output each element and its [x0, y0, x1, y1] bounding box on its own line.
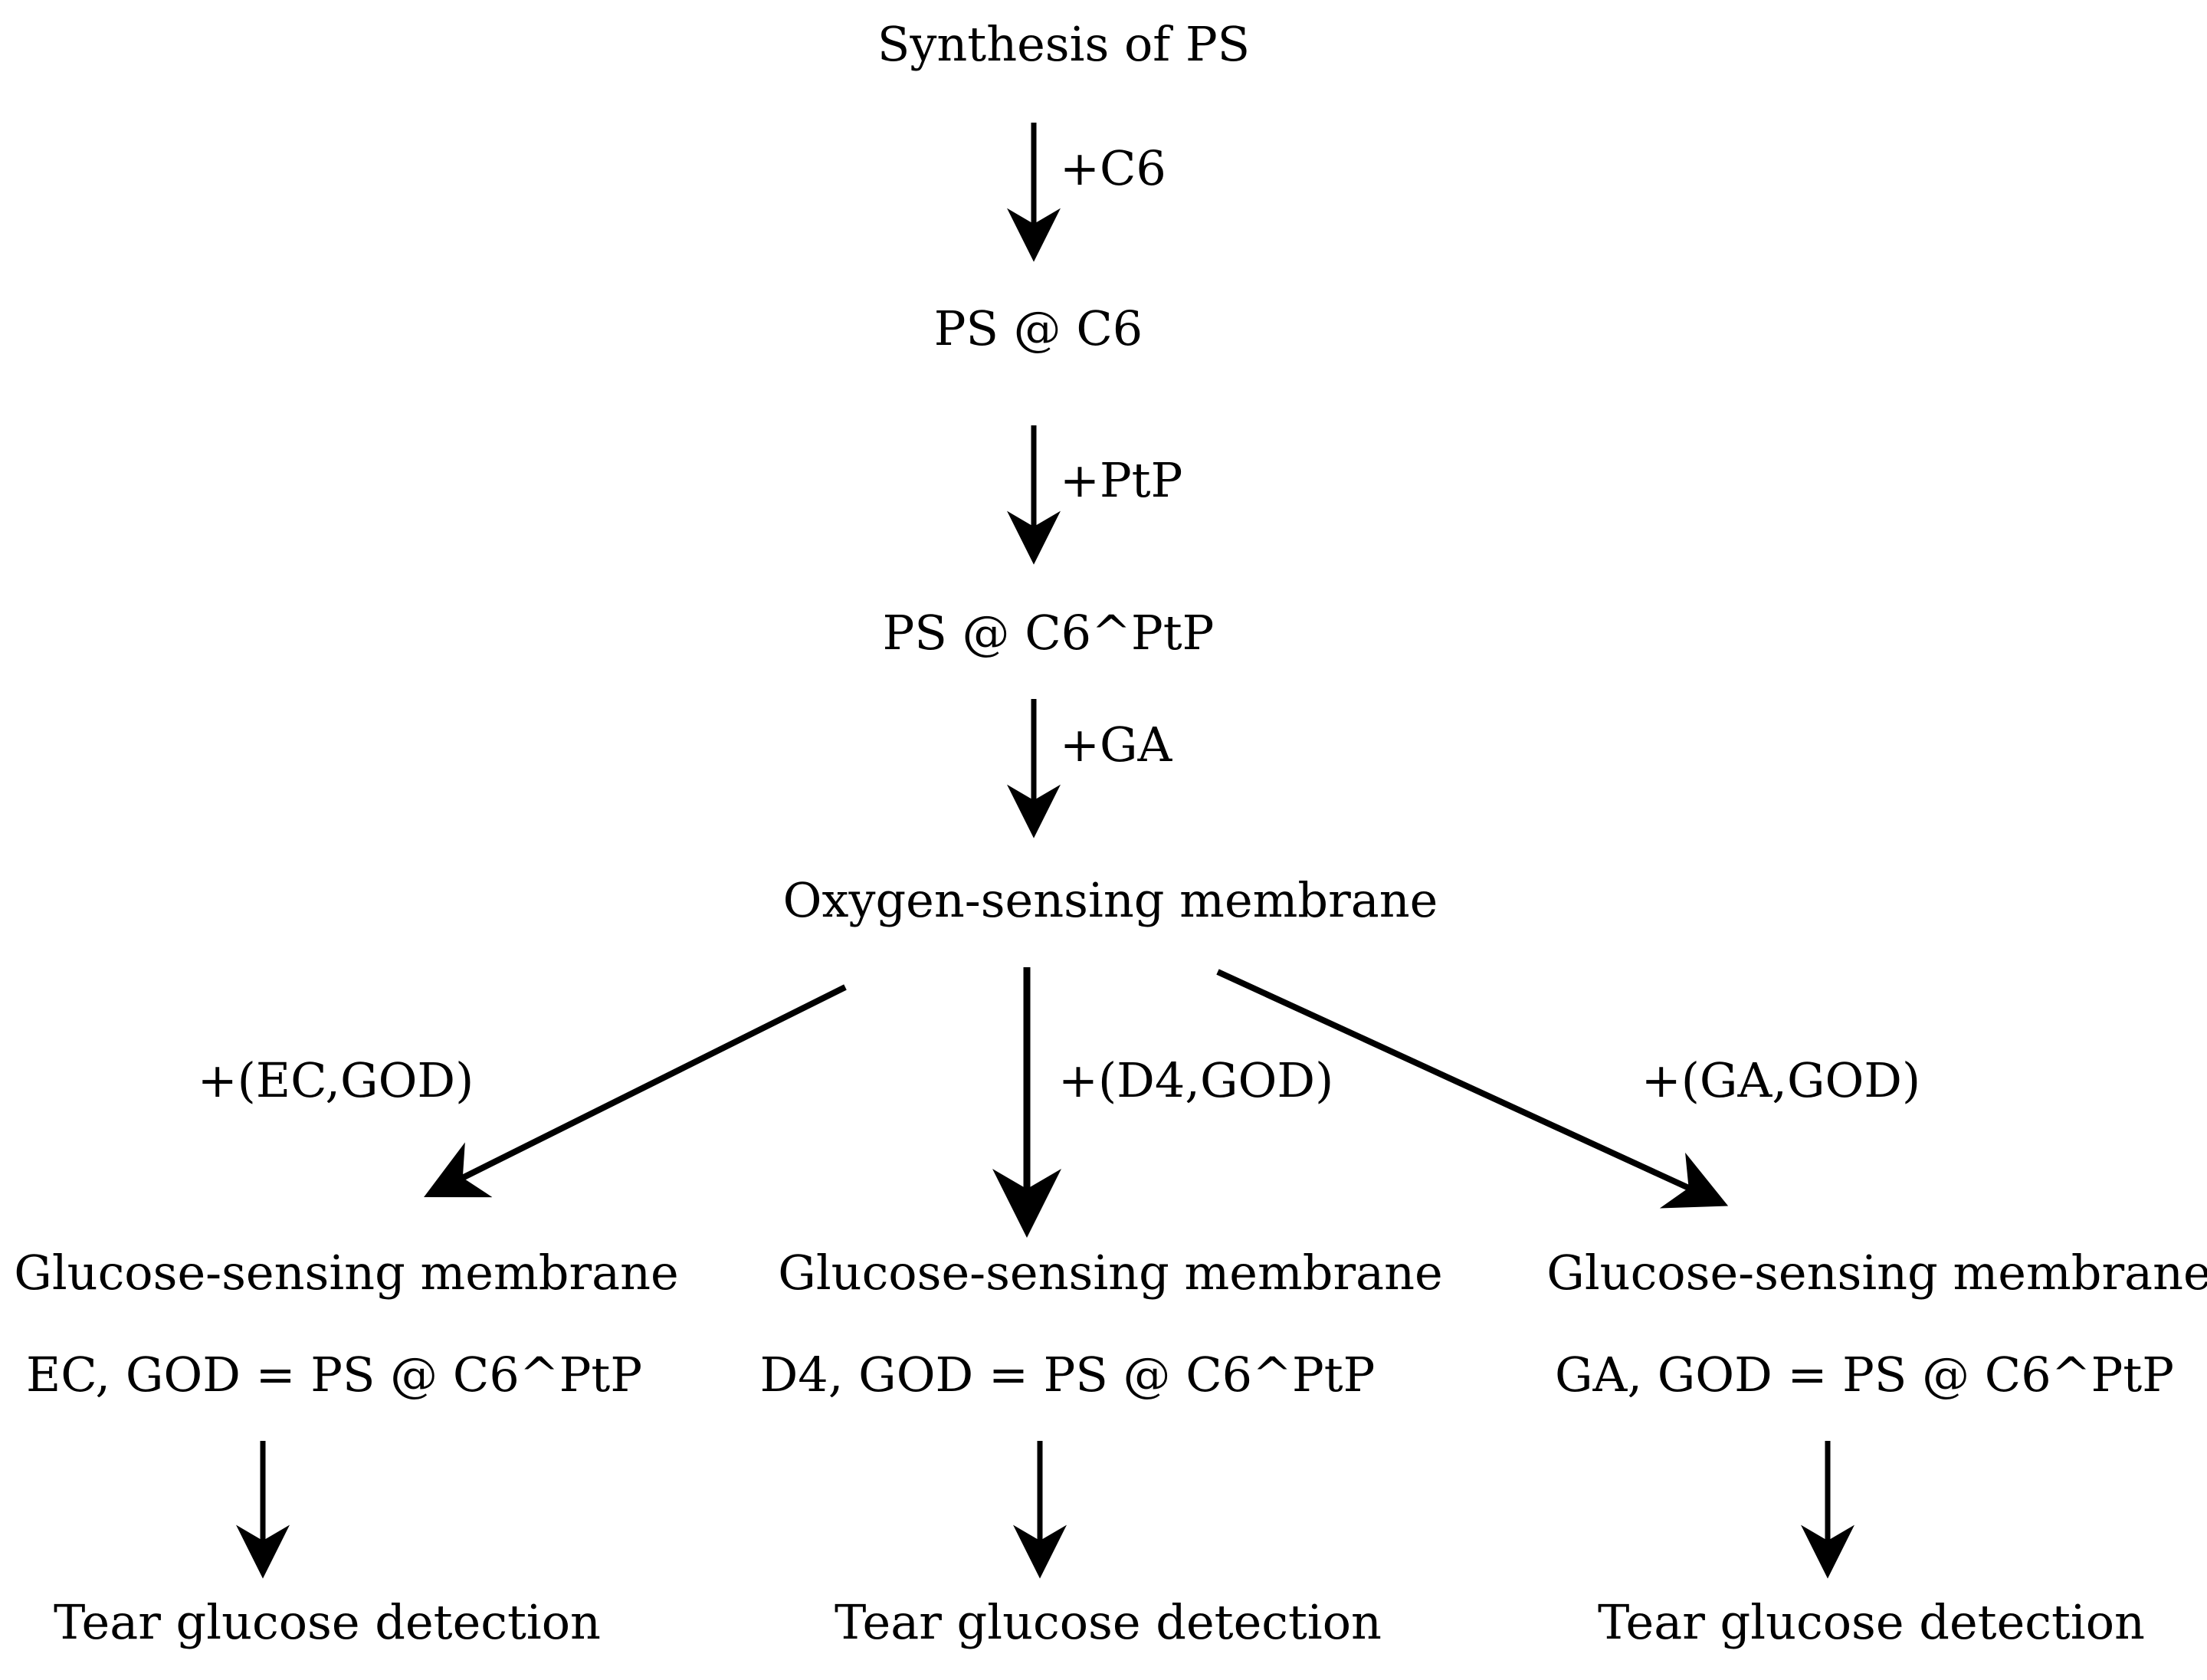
- right-tear-glucose-detection: Tear glucose detection: [1598, 1594, 2145, 1650]
- ec-god-arrow-label: +(EC,GOD): [197, 1052, 474, 1108]
- arrow-oxygen-to-left-membrane: [424, 984, 847, 1198]
- arrow-oxygen-to-right-membrane: [1216, 969, 1729, 1209]
- left-glucose-sensing-membrane: Glucose-sensing membrane: [14, 1245, 679, 1301]
- ga-god-arrow-label: +(GA,GOD): [1641, 1052, 1921, 1108]
- right-glucose-sensing-membrane: Glucose-sensing membrane: [1546, 1245, 2207, 1301]
- d4-god-arrow-label: +(D4,GOD): [1058, 1052, 1334, 1108]
- middle-glucose-sensing-membrane: Glucose-sensing membrane: [778, 1245, 1443, 1301]
- middle-tear-glucose-detection: Tear glucose detection: [835, 1594, 1382, 1650]
- c6-arrow-label: +C6: [1060, 140, 1166, 196]
- ps-c6-node: PS @ C6: [933, 300, 1143, 356]
- ps-c6-ptp-node: PS @ C6^PtP: [882, 605, 1215, 661]
- right-glucose-formula: GA, GOD = PS @ C6^PtP: [1555, 1347, 2174, 1403]
- ga-arrow-label: +GA: [1060, 717, 1172, 773]
- left-tear-glucose-detection: Tear glucose detection: [54, 1594, 601, 1650]
- middle-glucose-formula: D4, GOD = PS @ C6^PtP: [759, 1347, 1376, 1403]
- ptp-arrow-label: +PtP: [1060, 452, 1183, 508]
- left-glucose-formula: EC, GOD = PS @ C6^PtP: [25, 1347, 643, 1403]
- oxygen-sensing-membrane-node: Oxygen-sensing membrane: [782, 872, 1438, 928]
- synthesis-node: Synthesis of PS: [877, 16, 1251, 72]
